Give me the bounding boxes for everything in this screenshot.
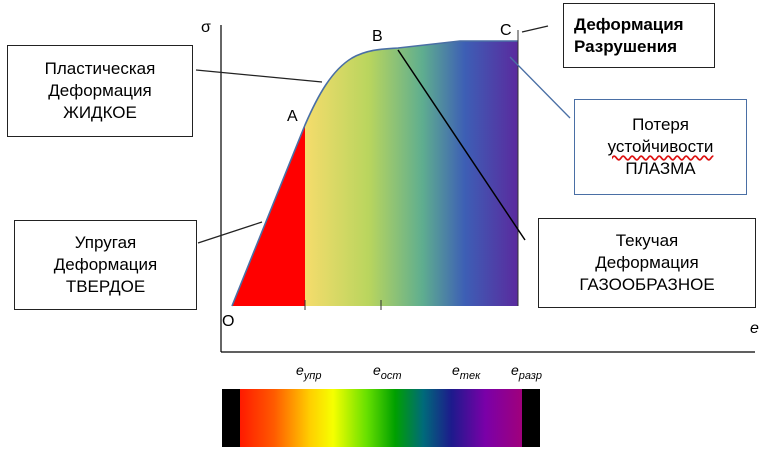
stress-strain-curve	[231, 40, 518, 307]
instability-box: Потеря устойчивости ПЛАЗМА	[574, 99, 747, 195]
strain-label-upr: eупр	[296, 362, 322, 382]
spectrum-right-cap	[522, 389, 540, 447]
leader-destruction	[521, 25, 549, 33]
leader-instability	[509, 56, 571, 119]
y-axis-symbol: σ	[201, 19, 211, 36]
point-a: A	[287, 108, 298, 125]
point-c: C	[500, 22, 512, 39]
strain-label-razr: eразр	[511, 362, 543, 382]
point-o: O	[222, 313, 235, 330]
point-b: B	[372, 28, 383, 45]
spectrum-left-cap	[222, 389, 240, 447]
destruction-deformation-box: Деформация Разрушения	[563, 3, 715, 68]
leader-elastic	[197, 221, 263, 244]
plastic-region	[305, 41, 518, 306]
x-axis-symbol: e	[750, 320, 759, 337]
strain-label-ost: eост	[373, 362, 402, 382]
spectrum-bar	[240, 389, 522, 447]
fluid-deformation-box: Текучая Деформация ГАЗООБРАЗНОЕ	[538, 218, 756, 308]
strain-label-tek: eтек	[452, 362, 481, 382]
leader-fluid	[397, 49, 526, 241]
elastic-deformation-box: Упругая Деформация ТВЕРДОЕ	[14, 220, 197, 310]
leader-plastic	[195, 69, 323, 83]
plastic-deformation-box: Пластическая Деформация ЖИДКОЕ	[7, 45, 193, 137]
